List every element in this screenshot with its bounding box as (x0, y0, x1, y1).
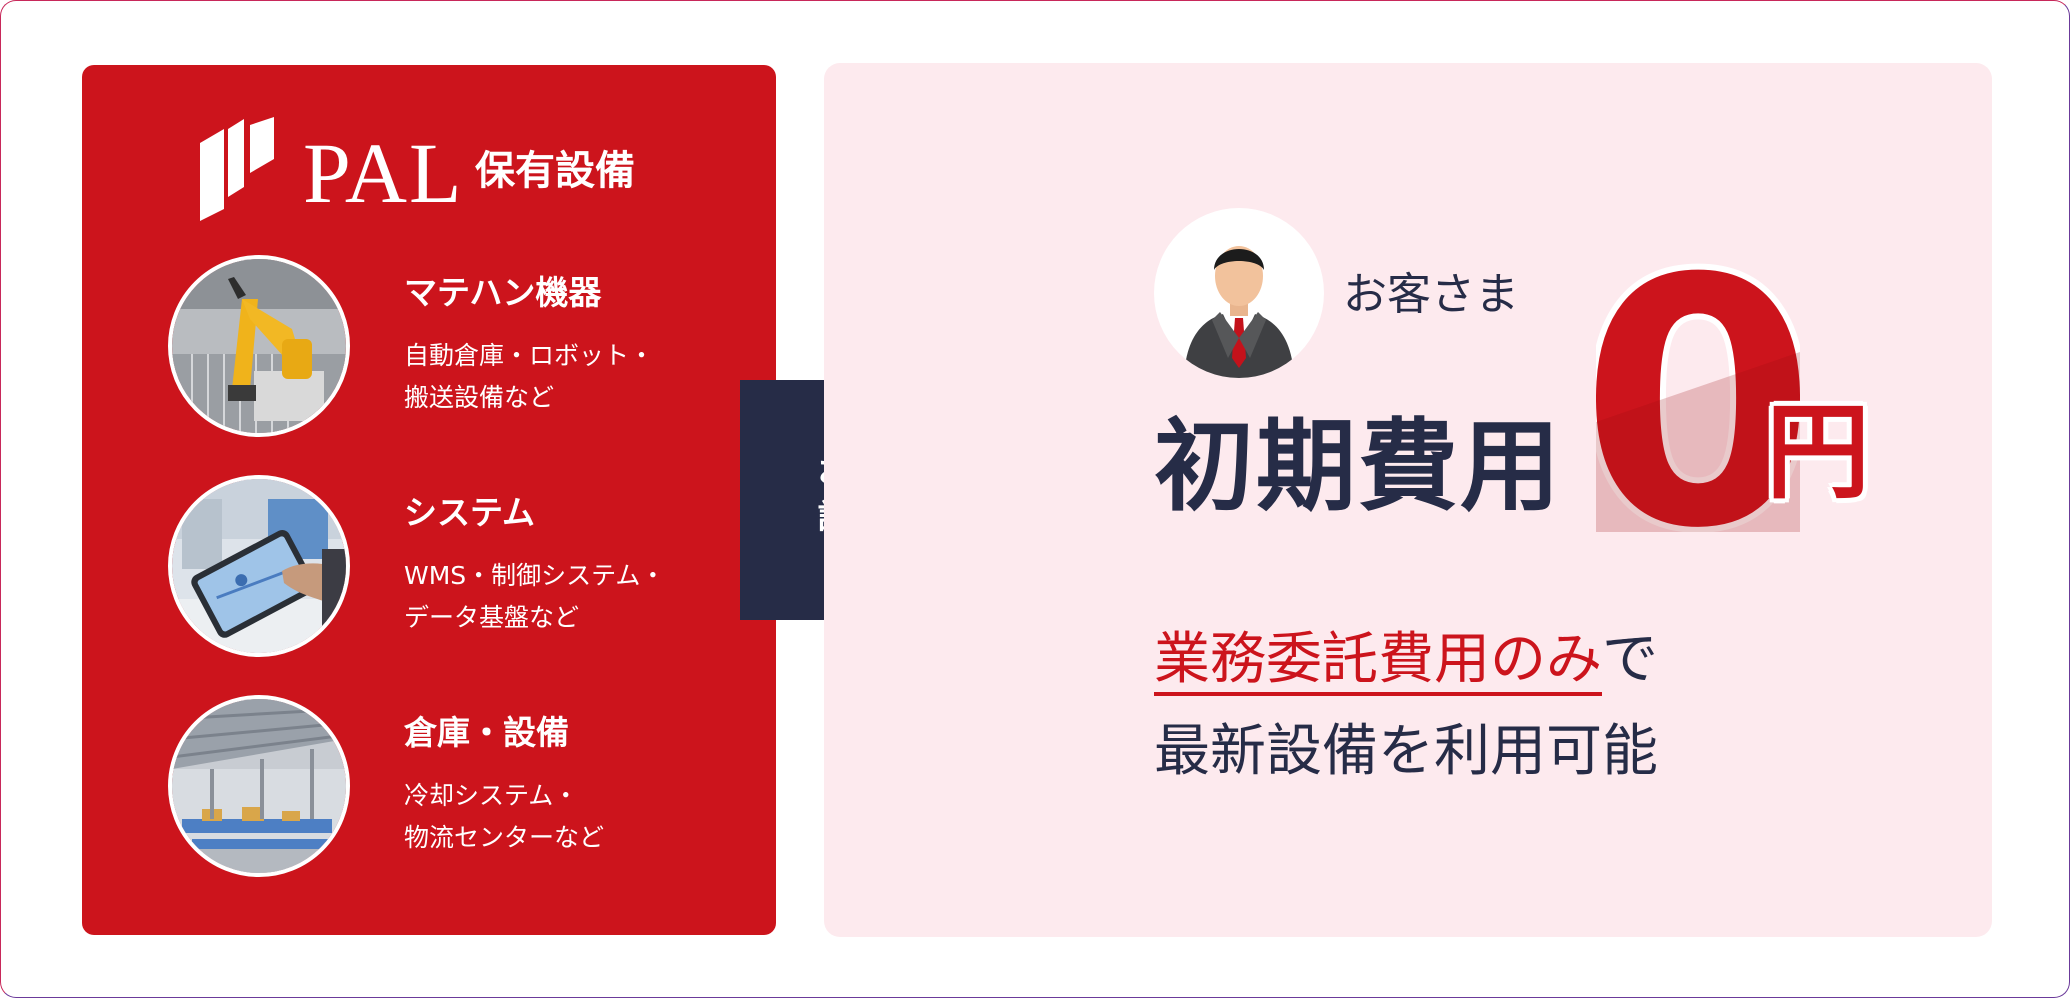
equipment-description-line: 物流センターなど (404, 823, 605, 852)
equipment-title: システム (404, 493, 536, 532)
robot-arm-photo (168, 255, 350, 437)
equipment-panel: PAL 保有設備 マテハン機器 (82, 65, 776, 935)
customer-label: お客さま (1343, 269, 1519, 320)
equipment-description-line: 搬送設備など (404, 383, 555, 412)
fee-statement: 業務委託費用のみで (1154, 622, 1658, 698)
equipment-description: 自動倉庫・ロボット・ 搬送設備など (404, 335, 724, 419)
initial-cost-label: 初期費用 (1154, 408, 1562, 525)
equipment-title: 倉庫・設備 (404, 713, 569, 752)
currency-yen: 円 (1766, 391, 1871, 513)
offer-panel (824, 63, 1992, 937)
equipment-item-warehouse: 倉庫・設備 冷却システム・ 物流センターなど (168, 695, 728, 885)
customer-avatar-icon (1154, 208, 1324, 378)
equipment-description: WMS・制御システム・ データ基盤など (404, 555, 724, 639)
zero-amount: 0 0 (1596, 232, 1800, 532)
equipment-item-material-handling: マテハン機器 自動倉庫・ロボット・ 搬送設備など (168, 255, 728, 445)
tablet-photo (168, 475, 350, 657)
equipment-title: マテハン機器 (404, 273, 602, 312)
fee-highlight: 業務委託費用のみ (1154, 627, 1602, 696)
equipment-description: 冷却システム・ 物流センターなど (404, 775, 724, 859)
equipment-description-line: データ基盤など (404, 603, 580, 632)
brand-logo: PAL 保有設備 (200, 117, 680, 227)
brand-name: PAL (303, 125, 464, 221)
svg-text:0: 0 (1596, 232, 1800, 532)
equipment-description-line: 冷却システム・ (404, 781, 579, 810)
svg-text:0: 0 (1596, 232, 1800, 532)
usage-statement: 最新設備を利用可能 (1154, 719, 1658, 784)
equipment-description-line: WMS・制御システム・ (404, 561, 666, 590)
equipment-item-system: システム WMS・制御システム・ データ基盤など (168, 475, 728, 665)
equipment-description-line: 自動倉庫・ロボット・ (404, 341, 655, 370)
fee-statement-suffix: で (1602, 627, 1658, 692)
pal-logo-mark-icon (200, 117, 274, 221)
warehouse-photo (168, 695, 350, 877)
brand-subtitle: 保有設備 (475, 148, 635, 194)
